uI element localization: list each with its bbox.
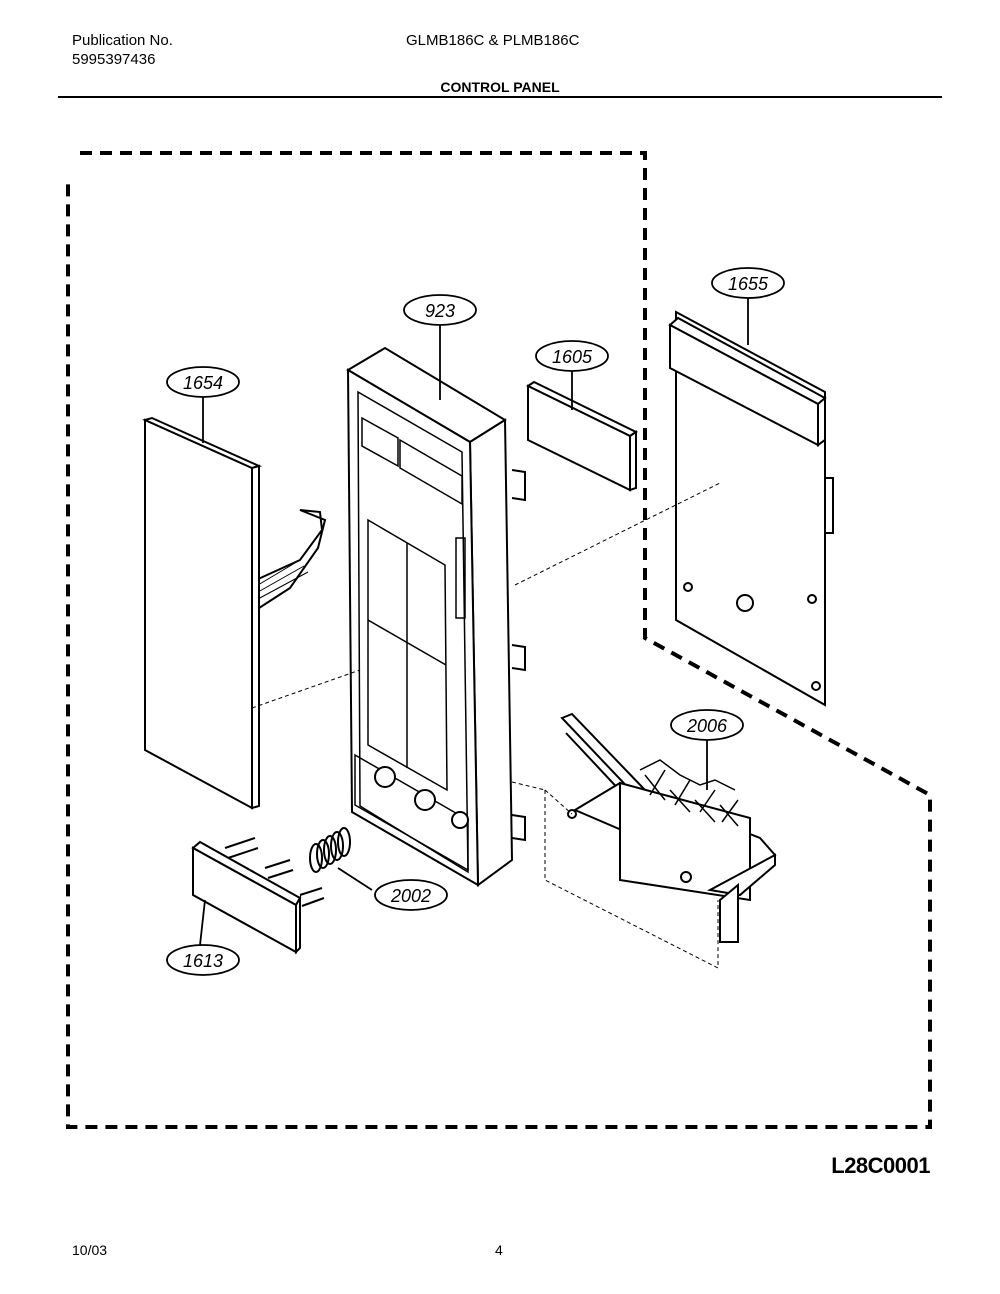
publication-date: 10/03 [72,1242,108,1258]
part-1654-overlay [142,416,327,810]
callout-1655: 1655 [711,267,785,299]
callout-2006: 2006 [670,709,744,741]
header-rule [58,96,942,98]
section-title: CONTROL PANEL [440,79,560,95]
callout-1654: 1654 [166,366,240,398]
callout-2002: 2002 [374,879,448,911]
alignment-lines [251,482,721,969]
part-2002-spring [309,827,351,873]
part-2006-lever [560,712,777,943]
callout-1613: 1613 [166,944,240,976]
callout-1613-label: 1613 [183,951,223,971]
model-numbers: GLMB186C & PLMB186C [406,32,580,49]
part-1655-board [668,310,834,707]
callout-1654-label: 1654 [183,373,223,393]
diagram-boundary [66,151,932,1129]
callout-1605: 1605 [535,340,609,372]
figure-code: L28C0001 [831,1153,930,1178]
part-1605-window [525,380,639,492]
page-number: 4 [495,1242,503,1258]
callout-923: 923 [403,294,477,326]
publication-label: Publication No. [72,32,173,49]
callout-1655-label: 1655 [728,274,769,294]
part-923-frame [346,346,526,887]
callout-923-label: 923 [425,301,455,321]
part-1613-button [191,837,325,955]
publication-number: 5995397436 [72,51,156,68]
callout-2002-label: 2002 [390,886,431,906]
callout-2006-label: 2006 [686,716,728,736]
callout-1605-label: 1605 [552,347,593,367]
callout-leaders [199,298,749,946]
